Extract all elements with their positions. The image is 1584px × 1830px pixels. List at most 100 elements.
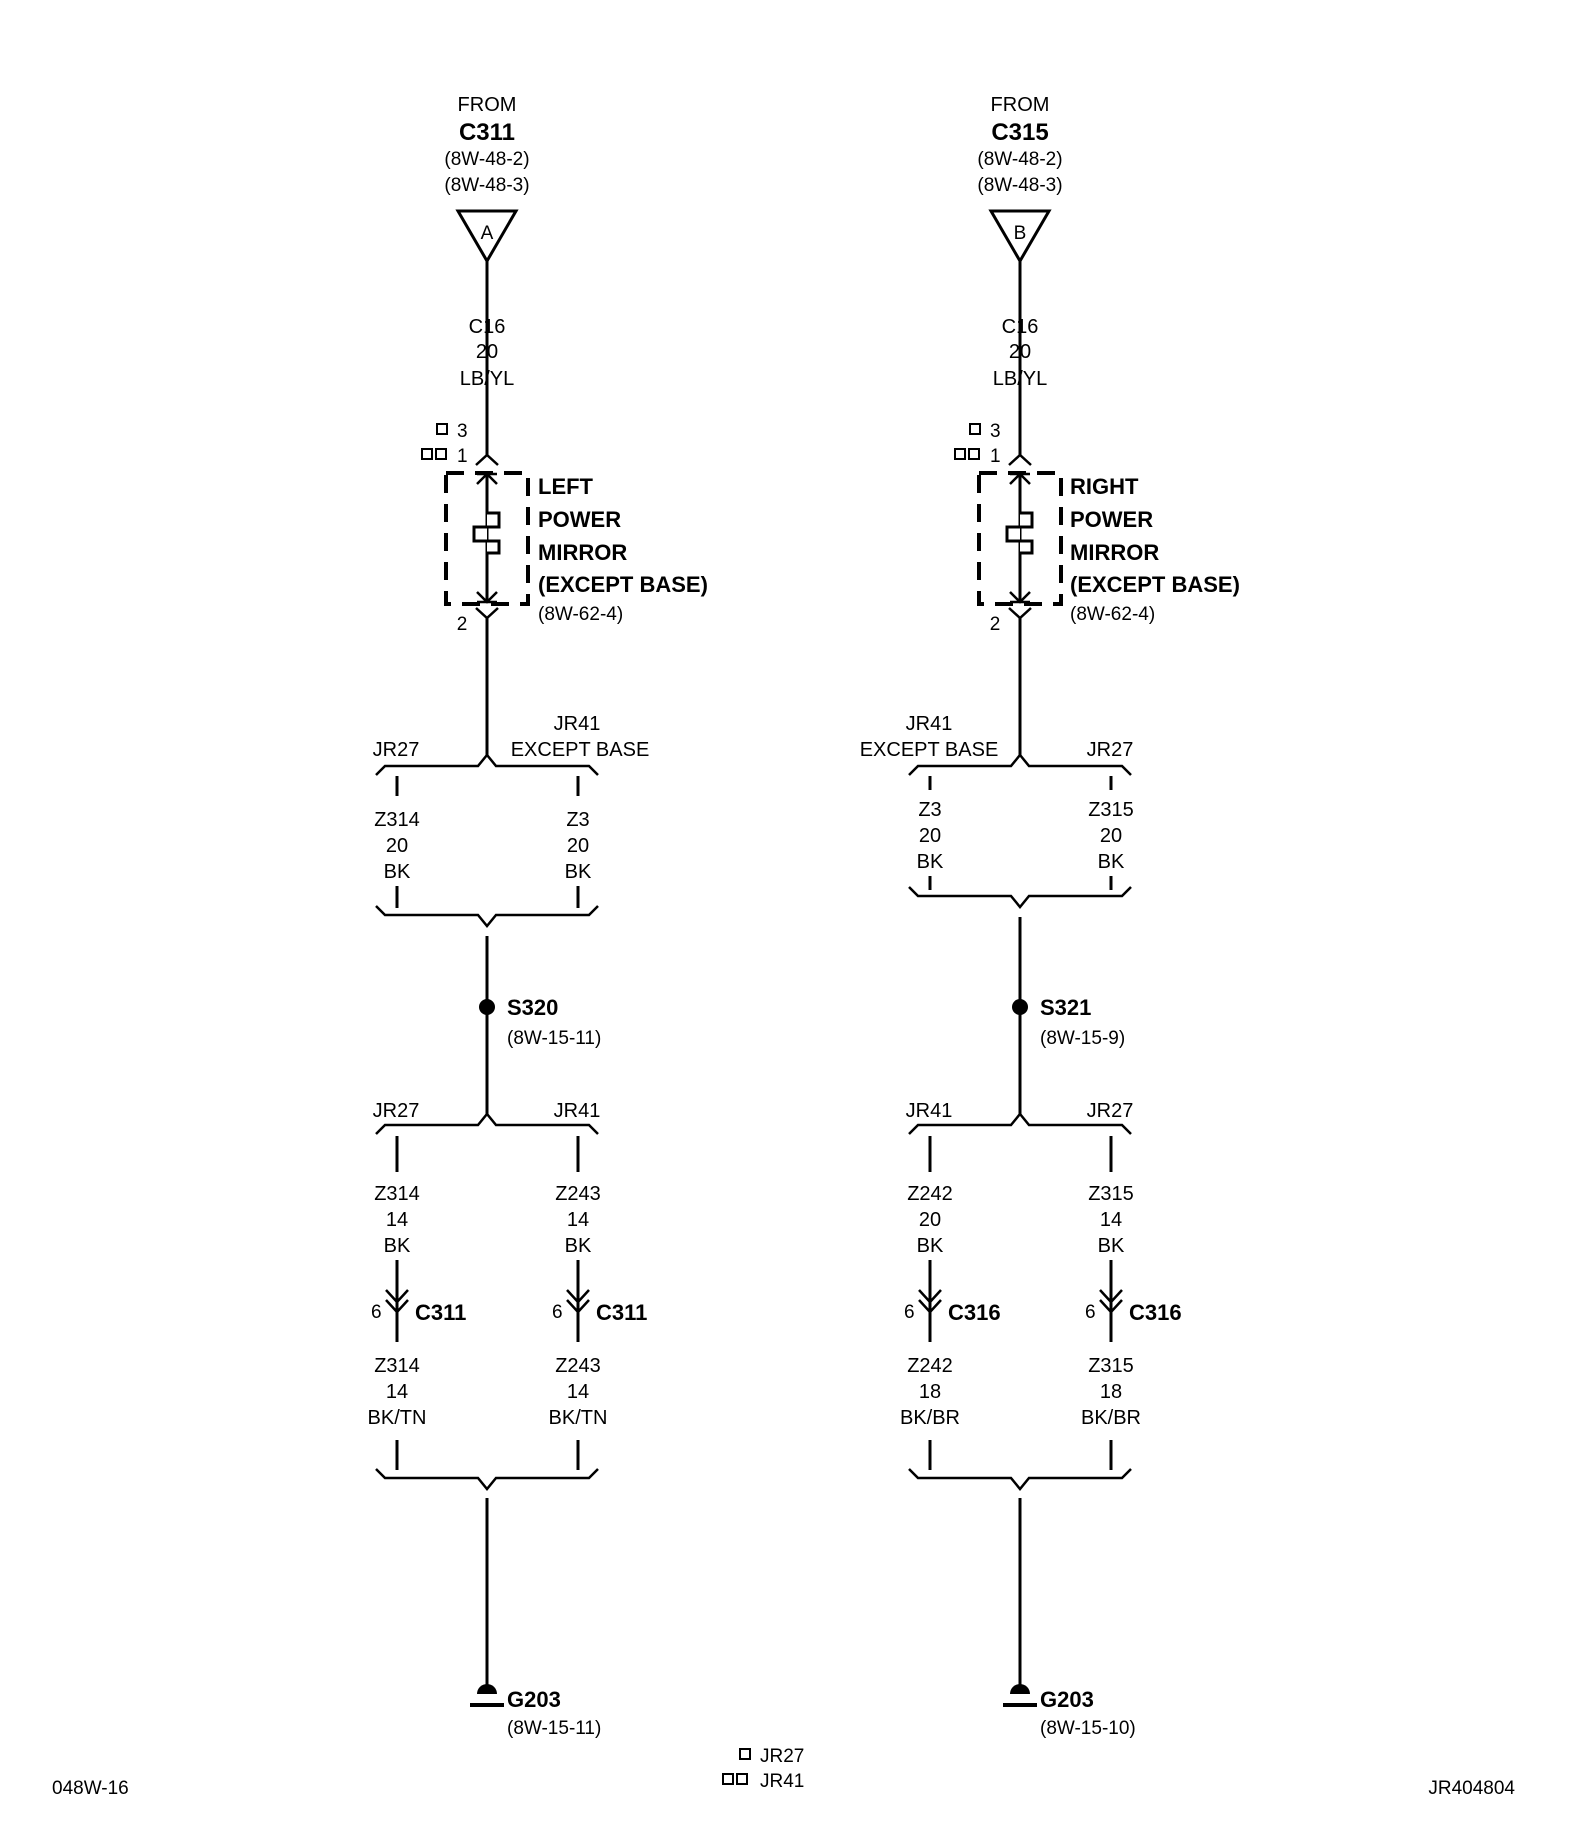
left-c-left-chevron-2 (385, 1299, 409, 1314)
right-w2-right-color: BK/BR (1081, 1407, 1141, 1429)
left-b2-left-circuit: Z314 (374, 1183, 420, 1205)
legend-jr27-label: JR27 (760, 1746, 804, 1767)
right-splice-name: S321 (1040, 995, 1091, 1020)
right-c-right-pin: 6 (1085, 1302, 1096, 1323)
left-b2-left-gauge: 14 (386, 1209, 408, 1231)
left-device-line-4: (EXCEPT BASE) (538, 572, 708, 597)
left-splice-name: S320 (507, 995, 558, 1020)
right-device-line-1: RIGHT (1070, 474, 1139, 499)
left-bottom-chevron (475, 607, 499, 620)
right-from-ref-2: (8W-48-3) (977, 175, 1062, 196)
right-c-left-pin: 6 (904, 1302, 915, 1323)
right-ground-icon (1010, 1684, 1030, 1694)
left-device-ref: (8W-62-4) (538, 604, 623, 625)
footer-figure-id: 048W-16 (52, 1778, 129, 1799)
right-pin-1: 1 (990, 446, 1001, 467)
right-c-left-name: C316 (948, 1300, 1001, 1325)
left-splice-dot (479, 999, 495, 1015)
left-feed-color: LB/YL (460, 368, 514, 390)
right-pin-2: 2 (990, 614, 1001, 635)
right-b3-bottom-brace (908, 1468, 1132, 1491)
right-mirror-arrow-down (1009, 591, 1031, 604)
left-from-connector: C311 (459, 119, 515, 146)
right-splice-ref: (8W-15-9) (1040, 1028, 1125, 1049)
right-c-left-chevron-2 (918, 1299, 942, 1314)
right-b2-label-right: JR27 (1087, 1100, 1134, 1122)
left-mirror-arrow-down (476, 591, 498, 604)
right-w2-left-gauge: 18 (919, 1381, 941, 1403)
right-feed-circuit: C16 (1002, 316, 1039, 338)
left-ground-ref: (8W-15-11) (507, 1718, 601, 1739)
left-device-line-1: LEFT (538, 474, 594, 499)
right-b1-label-left-2: EXCEPT BASE (860, 739, 999, 761)
left-device-line-2: POWER (538, 507, 621, 532)
left-c-right-chevron-2 (566, 1299, 590, 1314)
left-c-left-pin: 6 (371, 1302, 382, 1323)
right-splice-dot (1012, 999, 1028, 1015)
left-b2-right-gauge: 14 (567, 1209, 589, 1231)
left-b1-bottom-brace (375, 905, 599, 928)
right-jr27-marker (969, 423, 981, 435)
right-w2-right-circuit: Z315 (1088, 1355, 1134, 1377)
right-b1-left-gauge: 20 (919, 825, 941, 847)
left-top-chevron (475, 453, 499, 466)
right-w2-right-gauge: 18 (1100, 1381, 1122, 1403)
left-from-ref-2: (8W-48-3) (444, 175, 529, 196)
right-from-ref-1: (8W-48-2) (977, 149, 1062, 170)
left-feed-circuit: C16 (469, 316, 506, 338)
right-b1-left-circuit: Z3 (918, 799, 941, 821)
left-jr41-marker-a (421, 448, 433, 460)
right-bottom-chevron (1008, 607, 1032, 620)
left-b1-left-gauge: 20 (386, 835, 408, 857)
left-b2-right-color: BK (565, 1235, 592, 1257)
right-b1-label-right: JR27 (1087, 739, 1134, 761)
right-b2-left-circuit: Z242 (907, 1183, 953, 1205)
left-circuit: FROM C311 (8W-48-2) (8W-48-3) A C16 20 L… (368, 94, 708, 1739)
left-b1-label-left: JR27 (373, 739, 420, 761)
right-device-line-2: POWER (1070, 507, 1153, 532)
right-w2-left-color: BK/BR (900, 1407, 960, 1429)
legend-jr41-marker-b (736, 1773, 748, 1785)
left-c-right-name: C311 (596, 1300, 647, 1325)
right-device-ref: (8W-62-4) (1070, 604, 1155, 625)
left-c-left-name: C311 (415, 1300, 466, 1325)
left-c-right-pin: 6 (552, 1302, 563, 1323)
left-b1-label-right-2: EXCEPT BASE (511, 739, 650, 761)
right-connector-triangle (988, 209, 1052, 264)
legend-jr27-marker (739, 1748, 751, 1760)
left-mirror-motor-icon (472, 511, 501, 555)
right-b2-top-brace (908, 1112, 1132, 1135)
right-ground-ref: (8W-15-10) (1040, 1718, 1136, 1739)
left-w2-right-circuit: Z243 (555, 1355, 601, 1377)
right-mirror-motor-icon (1005, 511, 1034, 555)
left-c-right-chevron-1 (566, 1289, 590, 1304)
right-feed-color: LB/YL (993, 368, 1047, 390)
left-w2-left-color: BK/TN (368, 1407, 427, 1429)
left-b1-right-circuit: Z3 (566, 809, 589, 831)
right-b1-right-circuit: Z315 (1088, 799, 1134, 821)
left-pin-2: 2 (457, 614, 468, 635)
right-device-line-4: (EXCEPT BASE) (1070, 572, 1240, 597)
left-w2-left-circuit: Z314 (374, 1355, 420, 1377)
left-w2-right-gauge: 14 (567, 1381, 589, 1403)
right-b2-left-gauge: 20 (919, 1209, 941, 1231)
left-b1-left-color: BK (384, 861, 411, 883)
left-triangle-letter: A (481, 223, 494, 244)
right-b1-bottom-brace (908, 886, 1132, 909)
left-w2-left-gauge: 14 (386, 1381, 408, 1403)
right-b1-right-gauge: 20 (1100, 825, 1122, 847)
left-c-left-chevron-1 (385, 1289, 409, 1304)
left-from-label: FROM (458, 94, 517, 116)
right-b2-label-left: JR41 (906, 1100, 953, 1122)
left-from-ref-1: (8W-48-2) (444, 149, 529, 170)
right-jr41-marker-a (954, 448, 966, 460)
right-b2-left-color: BK (917, 1235, 944, 1257)
left-b1-label-right-1: JR41 (554, 713, 601, 735)
left-mirror-arrow-up (476, 472, 498, 485)
right-b2-right-circuit: Z315 (1088, 1183, 1134, 1205)
right-top-chevron (1008, 453, 1032, 466)
left-pin-3: 3 (457, 421, 468, 442)
right-mirror-arrow-up (1009, 472, 1031, 485)
left-connector-triangle (455, 209, 519, 264)
